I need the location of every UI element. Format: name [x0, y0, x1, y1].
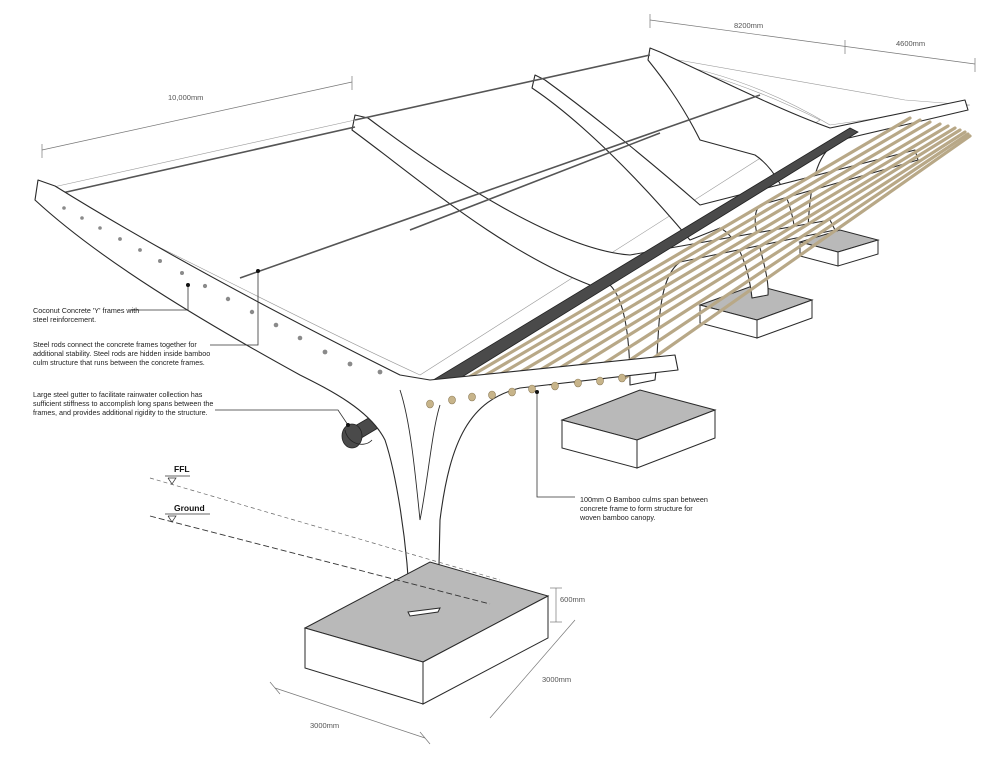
frame-holes [62, 206, 383, 375]
note-frames: Coconut Concrete 'Y' frames with steel r… [33, 306, 141, 324]
note-bamboo: 100mm O Bamboo culms span between concre… [579, 495, 710, 522]
note-gutter: Large steel gutter to facilitate rainwat… [33, 390, 215, 417]
note-rods: Steel rods connect the concrete frames t… [33, 340, 212, 367]
ffl-label: FFL [174, 464, 190, 474]
dim-width-partial: 4600mm [896, 39, 925, 48]
dimension-lines [41, 14, 976, 745]
footing-mid-far [698, 284, 814, 339]
bamboo-culms [428, 116, 972, 402]
culm-ends [426, 373, 626, 409]
dim-footing-width: 3000mm [310, 721, 339, 730]
footing-front [303, 561, 550, 705]
dim-width-total: 8200mm [734, 21, 763, 30]
leaders [130, 269, 575, 498]
level-lines [149, 475, 501, 605]
frame-far [351, 47, 969, 386]
dim-length: 10,000mm [168, 93, 203, 102]
dim-footing-depth: 3000mm [542, 675, 571, 684]
dim-footing-height: 600mm [560, 595, 585, 604]
ground-label: Ground [174, 503, 205, 513]
steel-rods [61, 54, 761, 279]
footing-mid [560, 389, 717, 469]
